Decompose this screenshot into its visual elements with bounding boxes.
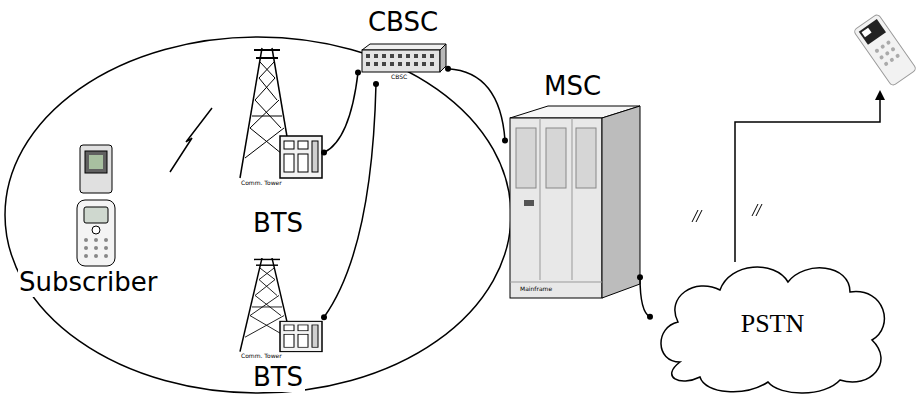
subscriber-label: Subscriber	[18, 268, 158, 297]
pstn-cloud: PSTN	[650, 252, 895, 396]
device-caption: CBSC	[390, 74, 408, 81]
wire-link	[321, 81, 379, 320]
bts-tower: BTS	[232, 48, 324, 238]
cbsc-controller: CBSC	[358, 8, 448, 84]
tower-caption: Comm. Tower	[240, 353, 283, 360]
msc-switch: MSC	[505, 72, 640, 300]
wire-link	[445, 66, 508, 144]
node-label: MSC	[544, 72, 601, 101]
wire-link	[637, 274, 653, 320]
node-label: PSTN	[741, 310, 805, 339]
tower-caption: Comm. Tower	[240, 180, 283, 187]
bts-tower: BTS	[232, 256, 324, 392]
wire-link	[321, 70, 361, 156]
node-label: BTS	[251, 209, 305, 238]
mainframe-caption: Mainframe	[520, 286, 552, 293]
node-label: BTS	[251, 363, 305, 392]
node-label: CBSC	[368, 8, 438, 37]
